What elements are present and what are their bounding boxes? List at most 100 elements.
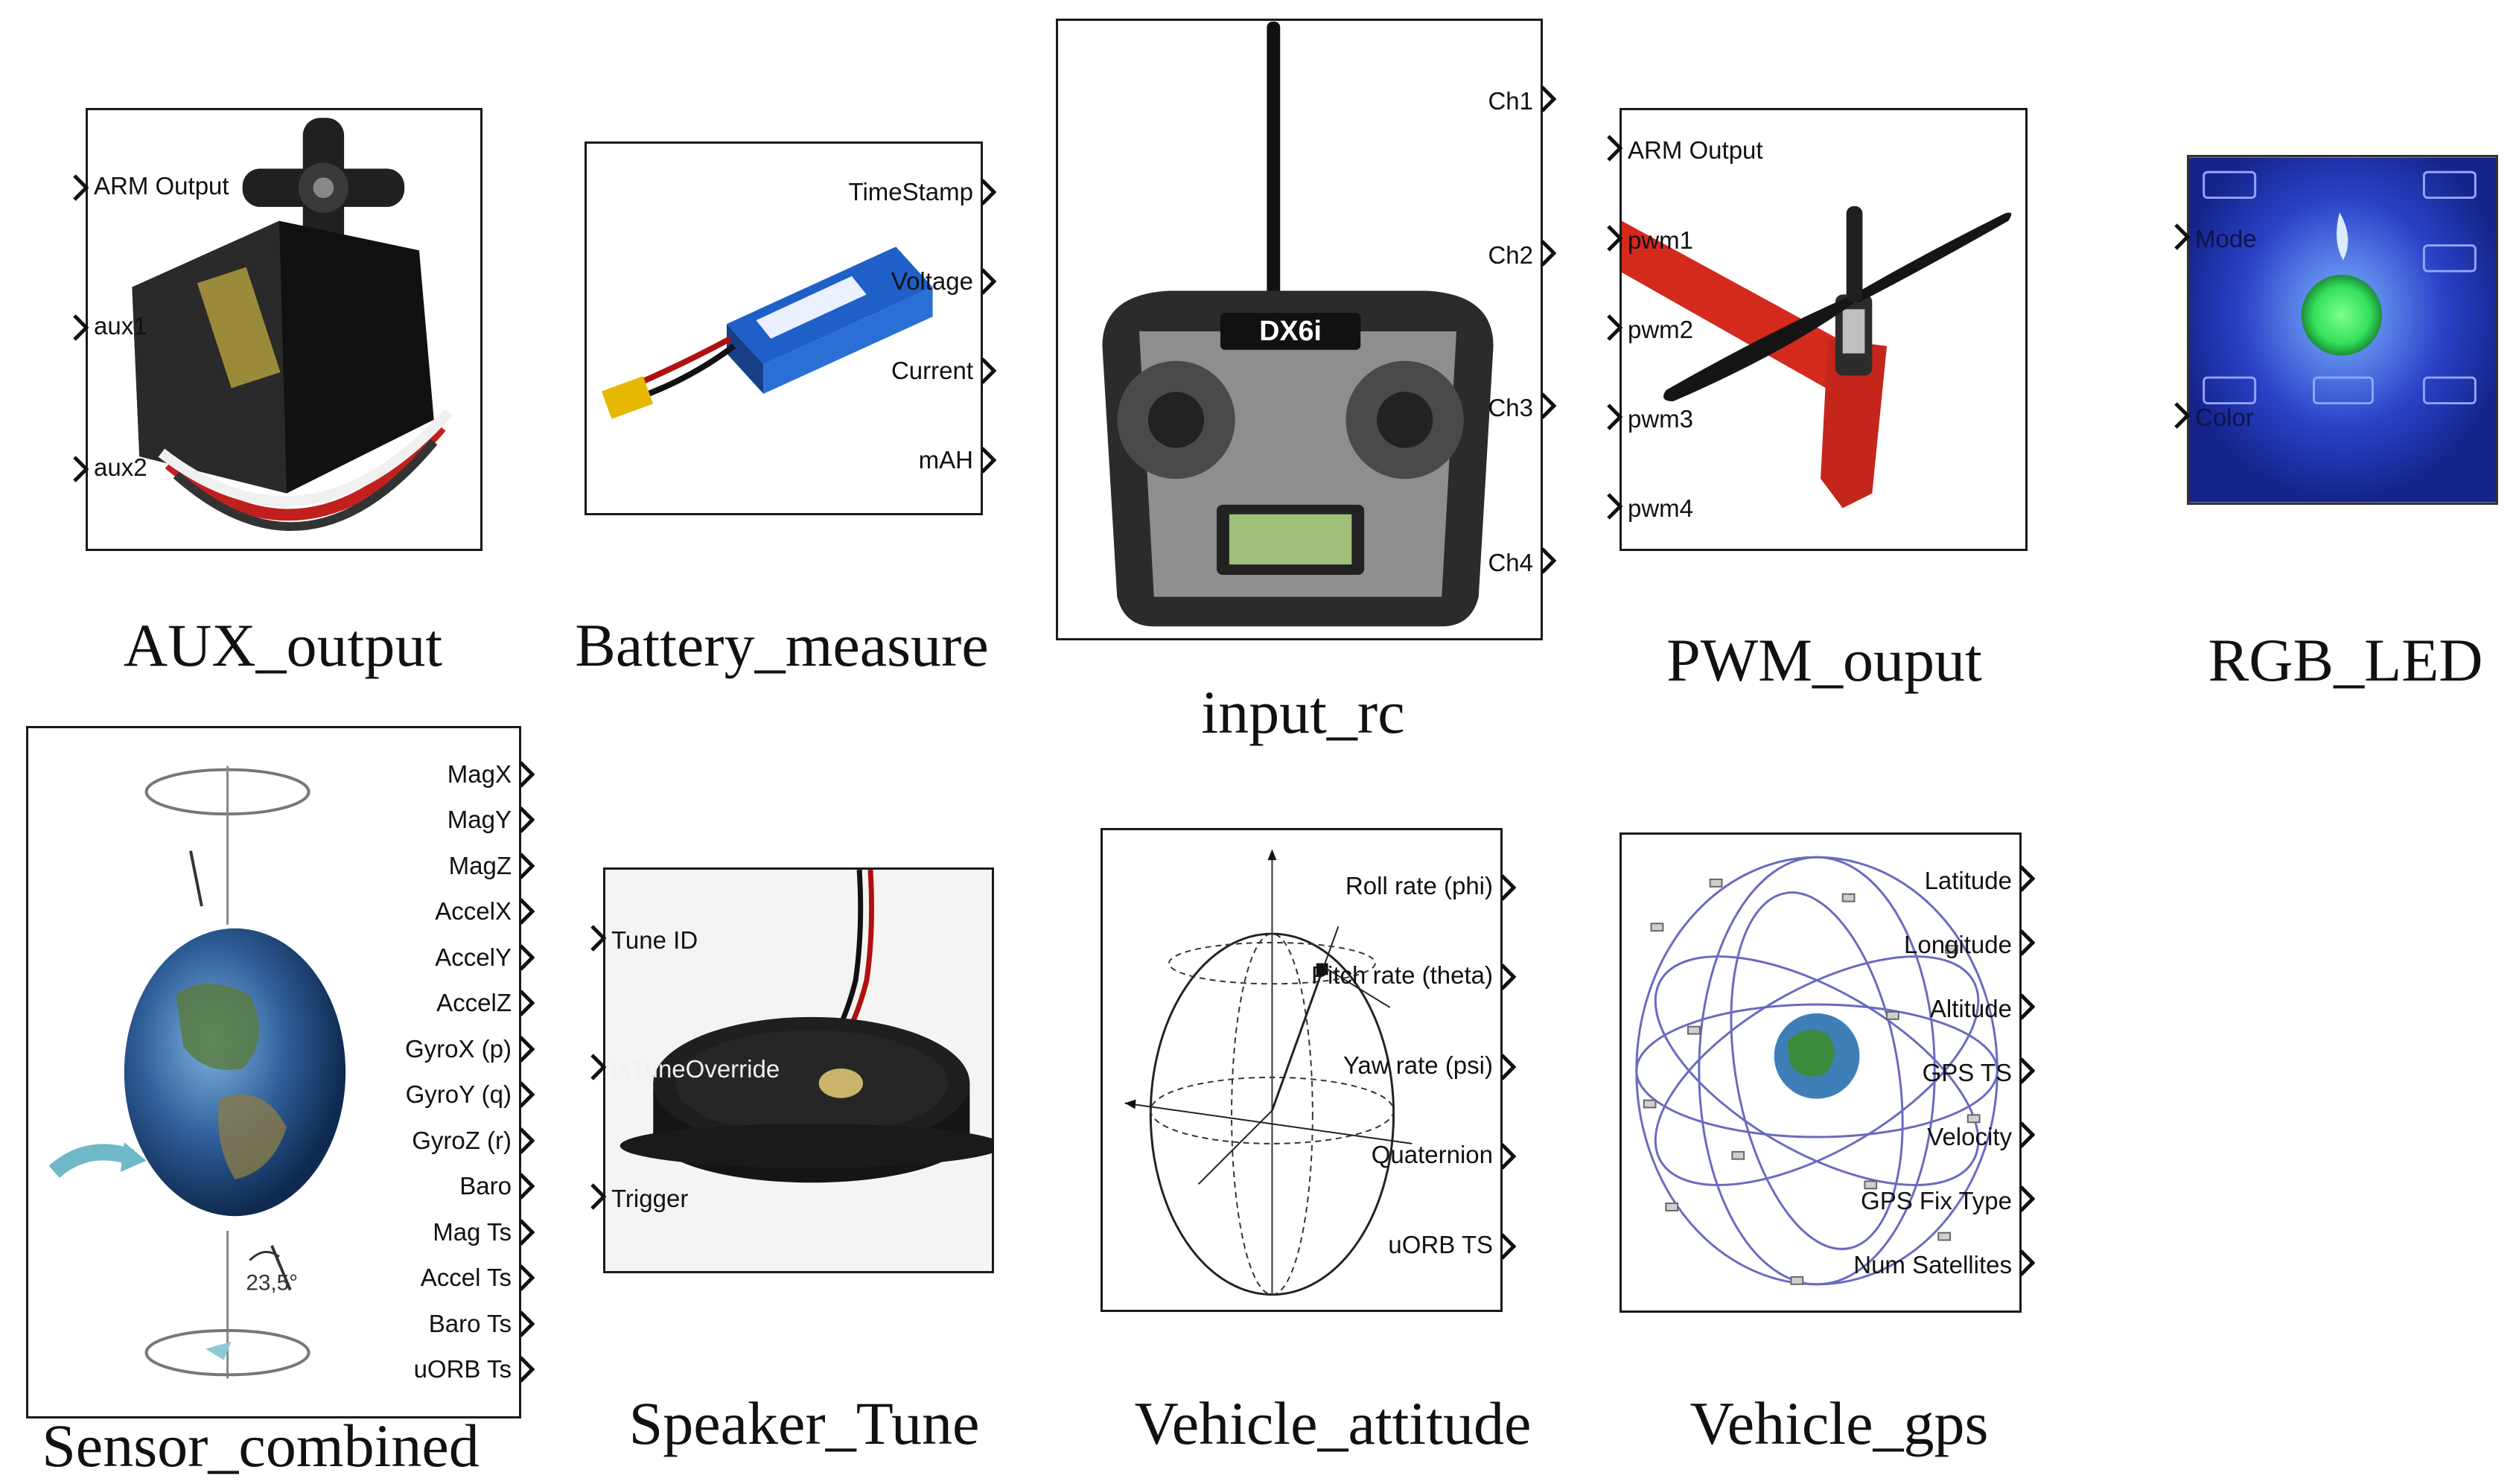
port-accel-ts[interactable]: Accel Ts — [420, 1264, 512, 1291]
block-aux-output[interactable]: ARM Output aux1 aux2 — [86, 108, 483, 551]
output-arrow-icon — [519, 1127, 535, 1154]
output-arrow-icon — [519, 990, 535, 1016]
block-sensor-combined[interactable]: 23,5° MagX MagY MagZ AccelX AccelY Accel… — [26, 726, 521, 1418]
input-arrow-icon — [1607, 135, 1622, 162]
output-arrow-icon — [2019, 1121, 2035, 1148]
port-pwm2[interactable]: pwm2 — [1628, 316, 1694, 343]
piezo-buzzer-icon — [605, 870, 992, 1271]
input-arrow-icon — [73, 456, 89, 483]
svg-text:DX6i: DX6i — [1259, 315, 1322, 346]
output-arrow-icon — [1500, 874, 1516, 901]
output-arrow-icon — [2019, 1057, 2035, 1084]
port-baro-ts[interactable]: Baro Ts — [428, 1310, 512, 1337]
port-num-satellites[interactable]: Num Satellites — [1853, 1251, 2012, 1278]
port-current[interactable]: Current — [891, 357, 973, 384]
input-arrow-icon — [2174, 223, 2190, 250]
caption-speaker-tune: Speaker_Tune — [628, 1389, 980, 1457]
output-arrow-icon — [1541, 547, 1556, 574]
output-arrow-icon — [519, 1219, 535, 1246]
port-altitude[interactable]: Altitude — [1929, 995, 2012, 1022]
port-longitude[interactable]: Longitude — [1904, 931, 2012, 958]
led-board-icon — [2189, 157, 2496, 503]
port-istuneoverride[interactable]: IsTuneOverride — [611, 1055, 780, 1083]
rc-transmitter-icon: DX6i — [1102, 21, 1494, 627]
port-gps-ts[interactable]: GPS TS — [1922, 1059, 2012, 1086]
port-aux2[interactable]: aux2 — [94, 453, 147, 481]
input-arrow-icon — [590, 1183, 606, 1210]
port-latitude[interactable]: Latitude — [1924, 867, 2012, 894]
block-pwm-output[interactable]: ARM Output pwm1 pwm2 pwm3 pwm4 — [1620, 108, 2028, 551]
output-arrow-icon — [1500, 1143, 1516, 1170]
motor-propeller-icon — [1622, 206, 2012, 509]
gps-constellation-icon — [1635, 856, 1999, 1286]
block-vehicle-gps[interactable]: Latitude Longitude Altitude GPS TS Veloc… — [1620, 832, 2022, 1313]
port-quaternion[interactable]: Quaternion — [1371, 1141, 1493, 1168]
output-arrow-icon — [1541, 86, 1556, 112]
port-ch1[interactable]: Ch1 — [1488, 87, 1533, 115]
port-magx[interactable]: MagX — [447, 760, 512, 788]
port-voltage[interactable]: Voltage — [891, 267, 973, 295]
port-velocity[interactable]: Velocity — [1927, 1123, 2012, 1150]
caption-battery-measure: Battery_measure — [575, 611, 989, 679]
output-arrow-icon — [519, 1036, 535, 1063]
port-mag-ts[interactable]: Mag Ts — [433, 1218, 512, 1246]
port-gyroy[interactable]: GyroY (q) — [405, 1080, 512, 1108]
output-arrow-icon — [981, 179, 996, 206]
input-arrow-icon — [590, 925, 606, 952]
port-trigger[interactable]: Trigger — [611, 1185, 689, 1212]
port-ch3[interactable]: Ch3 — [1488, 394, 1533, 421]
output-arrow-icon — [519, 1264, 535, 1291]
port-gyroz[interactable]: GyroZ (r) — [412, 1127, 512, 1154]
port-pwm1[interactable]: pwm1 — [1628, 226, 1694, 254]
output-arrow-icon — [981, 447, 996, 474]
output-arrow-icon — [1541, 240, 1556, 267]
port-ch4[interactable]: Ch4 — [1488, 549, 1533, 576]
block-input-rc[interactable]: DX6i Ch1 Ch2 Ch3 Ch4 — [1056, 19, 1543, 640]
port-accelx[interactable]: AccelX — [435, 897, 512, 925]
output-arrow-icon — [519, 944, 535, 971]
input-arrow-icon — [73, 174, 89, 201]
caption-rgb-led: RGB_LED — [2208, 626, 2483, 694]
port-tune-id[interactable]: Tune ID — [611, 926, 698, 954]
caption-vehicle-attitude: Vehicle_attitude — [1134, 1389, 1532, 1457]
port-gps-fix-type[interactable]: GPS Fix Type — [1861, 1187, 2012, 1214]
port-mah[interactable]: mAH — [918, 446, 973, 474]
port-roll-rate[interactable]: Roll rate (phi) — [1345, 872, 1493, 899]
port-accely[interactable]: AccelY — [435, 943, 512, 971]
input-arrow-icon — [1607, 225, 1622, 252]
output-arrow-icon — [2019, 1249, 2035, 1276]
output-arrow-icon — [1541, 392, 1556, 419]
port-yaw-rate[interactable]: Yaw rate (psi) — [1343, 1051, 1493, 1079]
block-vehicle-attitude[interactable]: Roll rate (phi) Pitch rate (theta) Yaw r… — [1101, 828, 1503, 1312]
caption-vehicle-gps: Vehicle_gps — [1689, 1389, 1989, 1457]
port-pwm4[interactable]: pwm4 — [1628, 494, 1694, 522]
input-arrow-icon — [590, 1054, 606, 1080]
port-arm-output[interactable]: ARM Output — [1628, 136, 1763, 164]
port-magz[interactable]: MagZ — [448, 852, 512, 879]
port-uorb-ts[interactable]: uORB TS — [1388, 1231, 1493, 1258]
output-arrow-icon — [519, 853, 535, 879]
port-pitch-rate[interactable]: Pitch rate (theta) — [1311, 961, 1493, 989]
block-speaker-tune[interactable]: Tune ID IsTuneOverride Trigger — [603, 867, 994, 1273]
port-magy[interactable]: MagY — [447, 806, 512, 833]
port-gyrox[interactable]: GyroX (p) — [404, 1035, 512, 1063]
port-ch2[interactable]: Ch2 — [1488, 241, 1533, 269]
port-aux1[interactable]: aux1 — [94, 312, 147, 340]
input-arrow-icon — [73, 314, 89, 341]
output-arrow-icon — [519, 806, 535, 833]
port-pwm3[interactable]: pwm3 — [1628, 405, 1694, 433]
port-accelz[interactable]: AccelZ — [436, 989, 512, 1016]
port-timestamp[interactable]: TimeStamp — [848, 178, 973, 206]
port-mode[interactable]: Mode — [2195, 225, 2257, 252]
input-arrow-icon — [1607, 404, 1622, 430]
output-arrow-icon — [1500, 964, 1516, 990]
block-battery-measure[interactable]: TimeStamp Voltage Current mAH — [585, 141, 983, 515]
block-rgb-led[interactable]: Mode Color — [2187, 155, 2498, 505]
caption-pwm-output: PWM_ouput — [1666, 626, 1982, 694]
port-arm-output[interactable]: ARM Output — [94, 172, 229, 200]
input-arrow-icon — [1607, 314, 1622, 341]
output-arrow-icon — [519, 1081, 535, 1108]
port-baro[interactable]: Baro — [459, 1172, 512, 1200]
port-color[interactable]: Color — [2195, 404, 2254, 431]
port-uorb-ts[interactable]: uORB Ts — [413, 1355, 512, 1383]
